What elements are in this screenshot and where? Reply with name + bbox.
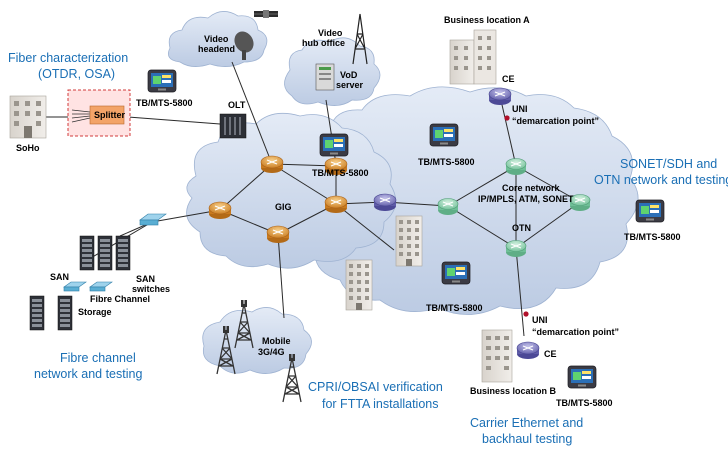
router-orange-icon — [208, 201, 232, 220]
mobile-label-1: Mobile — [262, 336, 291, 346]
carrier-heading-2: backhaul testing — [482, 432, 572, 446]
fibre-channel-label: Fibre Channel — [90, 294, 150, 304]
sonet-heading-2: OTN network and testing — [594, 173, 728, 187]
tester-label-business-b: TB/MTS-5800 — [556, 398, 613, 408]
business-b-label: Business location B — [470, 386, 557, 396]
cpri-heading-1: CPRI/OBSAI verification — [308, 380, 443, 394]
business-a-label: Business location A — [444, 15, 530, 25]
tester-icon — [441, 261, 471, 285]
tester-label-metro: TB/MTS-5800 — [312, 168, 369, 178]
san-switches-label-2: switches — [132, 284, 170, 294]
router-purple-icon — [488, 87, 512, 106]
soho-label: SoHo — [16, 143, 40, 153]
fibre-channel-heading-2: network and testing — [34, 367, 142, 381]
fibre-channel-heading-1: Fibre channel — [60, 351, 136, 365]
router-purple-icon — [516, 341, 540, 360]
tester-icon — [635, 199, 665, 223]
splitter-box — [67, 89, 131, 137]
san-rack-icon — [79, 235, 95, 271]
fiber-characterization-heading-1: Fiber characterization — [8, 51, 128, 65]
tester-icon — [429, 123, 459, 147]
broadcast-tower-icon — [352, 13, 368, 65]
carrier-heading-1: Carrier Ethernet and — [470, 416, 583, 430]
mobile-label-2: 3G/4G — [258, 347, 285, 357]
office-building-icon — [345, 259, 373, 311]
router-orange-icon — [266, 225, 290, 244]
satellite-dish-icon — [234, 31, 254, 60]
uni-label-b: UNI — [532, 315, 548, 325]
vod-label-2: server — [336, 80, 364, 90]
office-building-icon — [395, 215, 423, 267]
vod-server-icon — [315, 63, 335, 91]
satellite-icon — [254, 10, 278, 18]
video-hub-label-2: hub office — [302, 38, 345, 48]
router-orange-icon — [260, 155, 284, 174]
router-green-icon — [505, 157, 527, 176]
video-headend-label-2: headend — [198, 44, 235, 54]
splitter-label: Splitter — [94, 110, 126, 120]
fiber-characterization-heading-2: (OTDR, OSA) — [38, 67, 115, 81]
gig-label: GIG — [275, 202, 292, 212]
tester-label-core-lower: TB/MTS-5800 — [426, 303, 483, 313]
network-switch-icon — [139, 213, 167, 226]
sonet-heading-1: SONET/SDH and — [620, 157, 717, 171]
tester-label-sonet: TB/MTS-5800 — [624, 232, 681, 242]
office-building-icon — [449, 29, 497, 85]
demarcation-point-a — [504, 115, 510, 121]
san-rack-icon — [97, 235, 113, 271]
core-network-label-2: IP/MPLS, ATM, SONET — [478, 194, 574, 204]
metro-cloud — [186, 112, 397, 269]
office-building-icon — [481, 329, 513, 383]
router-purple-icon — [373, 193, 397, 212]
tester-icon — [319, 133, 349, 157]
san-label: SAN — [50, 272, 69, 282]
demarcation-label-b: “demarcation point” — [532, 327, 619, 337]
tester-label-fiber: TB/MTS-5800 — [136, 98, 193, 108]
otn-label: OTN — [512, 223, 531, 233]
cpri-heading-2: for FTTA installations — [322, 397, 438, 411]
vod-label-1: VoD — [340, 70, 358, 80]
uni-label-a: UNI — [512, 104, 528, 114]
router-green-icon — [437, 197, 459, 216]
san-switches-label-1: SAN — [136, 274, 155, 284]
san-rack-icon — [115, 235, 131, 271]
ce-label-b: CE — [544, 349, 557, 359]
network-switch-icon — [89, 281, 113, 292]
tester-icon — [567, 365, 597, 389]
network-switch-icon — [63, 281, 87, 292]
demarcation-point-b — [523, 311, 529, 317]
tester-icon — [147, 69, 177, 93]
demarcation-label-a: “demarcation point” — [512, 116, 599, 126]
video-headend-label-1: Video — [204, 34, 229, 44]
router-green-icon — [505, 239, 527, 258]
olt-label: OLT — [228, 100, 246, 110]
storage-label: Storage — [78, 307, 112, 317]
tester-label-core: TB/MTS-5800 — [418, 157, 475, 167]
router-orange-icon — [324, 195, 348, 214]
ce-label-a: CE — [502, 74, 515, 84]
storage-rack-icon — [29, 295, 45, 331]
soho-building-icon — [9, 95, 47, 139]
video-hub-label-1: Video — [318, 28, 343, 38]
olt-device-icon — [219, 113, 247, 139]
core-network-label-1: Core network — [502, 183, 561, 193]
storage-rack-icon — [57, 295, 73, 331]
